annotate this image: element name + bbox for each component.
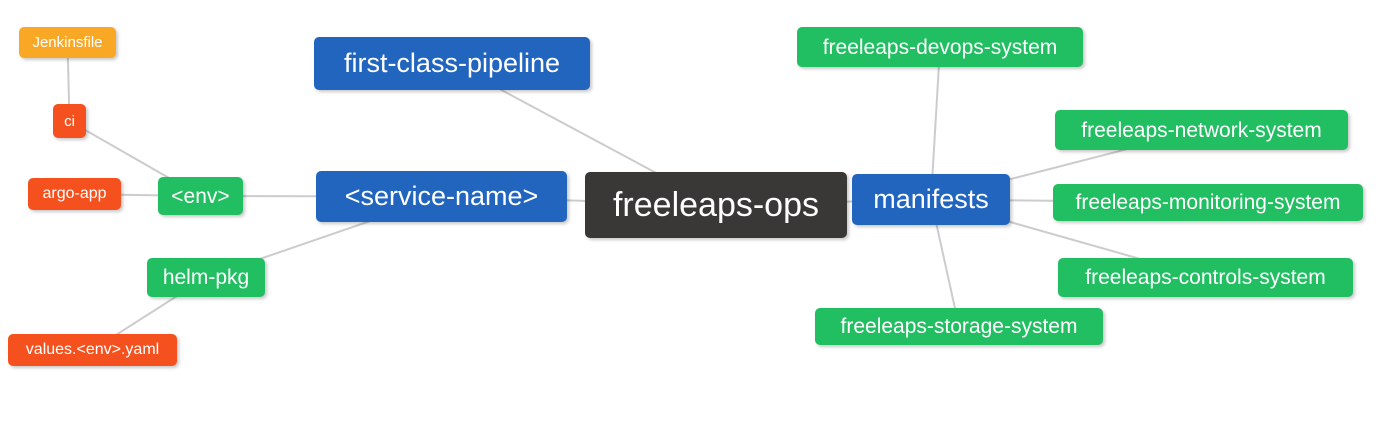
node-jenkinsfile[interactable]: Jenkinsfile bbox=[19, 27, 116, 58]
node-network-system[interactable]: freeleaps-network-system bbox=[1055, 110, 1348, 150]
node-values-env-yaml[interactable]: values.<env>.yaml bbox=[8, 334, 177, 366]
node-monitoring-system[interactable]: freeleaps-monitoring-system bbox=[1053, 184, 1363, 221]
node-helm-pkg[interactable]: helm-pkg bbox=[147, 258, 265, 297]
node-ci[interactable]: ci bbox=[53, 104, 86, 138]
node-env[interactable]: <env> bbox=[158, 177, 243, 215]
node-controls-system[interactable]: freeleaps-controls-system bbox=[1058, 258, 1353, 297]
node-first-class-pipeline[interactable]: first-class-pipeline bbox=[314, 37, 590, 90]
node-argo-app[interactable]: argo-app bbox=[28, 178, 121, 210]
node-freeleaps-ops[interactable]: freeleaps-ops bbox=[585, 172, 847, 238]
node-devops-system[interactable]: freeleaps-devops-system bbox=[797, 27, 1083, 67]
node-storage-system[interactable]: freeleaps-storage-system bbox=[815, 308, 1103, 345]
node-manifests[interactable]: manifests bbox=[852, 174, 1010, 225]
node-service-name[interactable]: <service-name> bbox=[316, 171, 567, 222]
